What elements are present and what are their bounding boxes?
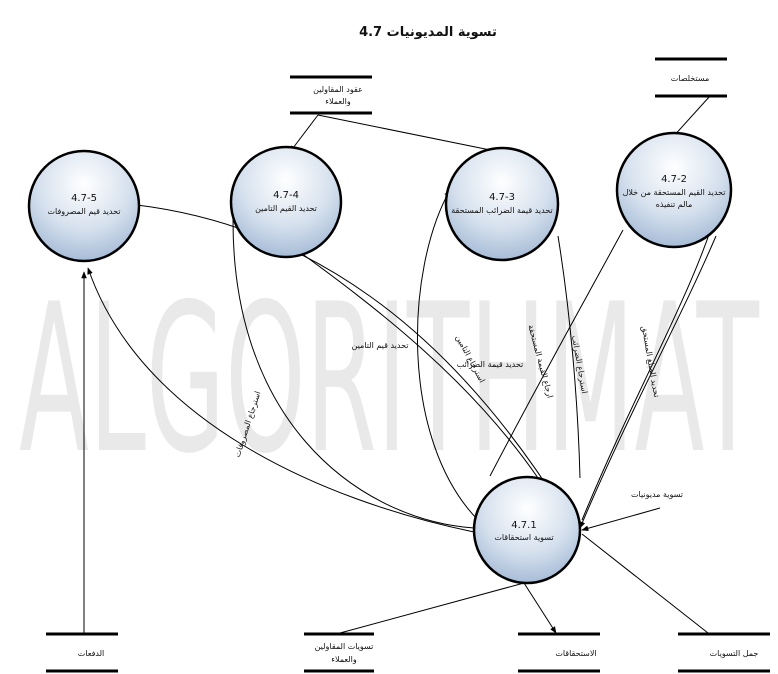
process-label-line2: مالم تنفيذه xyxy=(656,200,693,209)
process-4-7-2: 4.7-2 تحديد القيم المستحقة من خلال مالم … xyxy=(615,131,733,249)
flow-471-to-475 xyxy=(87,267,475,533)
flow-471-to-dues xyxy=(523,582,557,634)
process-label: تحديد قيمة الضرائب المستحقة xyxy=(451,206,552,215)
store-dues-label: الاستحقاقات xyxy=(555,649,596,658)
store-payments-label: الدفعات xyxy=(78,649,105,658)
flow-label-insurance: تحديد قيم التامين xyxy=(352,341,409,350)
process-4-7-1: 4.7.1 تسوية استحقاقات xyxy=(472,475,582,585)
process-4-7-5: 4.7-5 تحديد قيم المصروفات xyxy=(27,149,141,263)
flow-insurance-line xyxy=(289,244,539,479)
flow-label-taxes: تحديد قيمة الضرائب xyxy=(457,360,524,369)
flow-472-to-471 xyxy=(579,235,717,529)
process-id: 4.7-3 xyxy=(489,192,515,203)
process-label: تحديد القيم التامين xyxy=(255,204,317,213)
process-4-7-4: 4.7-4 تحديد القيم التامين xyxy=(229,145,343,259)
process-id: 4.7-2 xyxy=(661,174,687,185)
store-extracts-label: مستخلصات xyxy=(671,74,710,83)
store-settlements-label-line2: والعملاء xyxy=(331,655,357,664)
process-id: 4.7-4 xyxy=(273,190,299,201)
process-id: 4.7.1 xyxy=(511,520,536,531)
flow-label-debt: تسوية مديونيات xyxy=(631,490,683,499)
store-totals-label: جمل التسويات xyxy=(710,649,759,658)
store-contracts-label-line2: والعملاء xyxy=(325,97,351,106)
process-label: تسوية استحقاقات xyxy=(494,533,553,542)
data-stores xyxy=(46,57,770,673)
flows xyxy=(81,95,722,634)
store-settlements-label: تسويات المقاولين xyxy=(315,642,374,651)
flow-expenses-line xyxy=(136,204,577,533)
watermark-text: ALGORITHMAT xyxy=(19,261,759,499)
process-label: تحديد قيم المصروفات xyxy=(48,207,121,216)
process-4-7-3: 4.7-3 تحديد قيمة الضرائب المستحقة xyxy=(444,146,560,262)
flow-ret-due-line xyxy=(489,229,624,477)
flow-contracts-to-474 xyxy=(289,114,319,153)
flow-debt-to-471 xyxy=(581,507,661,531)
process-label: تحديد القيم المستحقة من خلال xyxy=(623,188,726,197)
store-contracts-label: عقود المقاولين xyxy=(313,85,363,94)
flow-tax-line xyxy=(557,235,581,479)
flow-471-to-settlements xyxy=(339,582,525,634)
diagram-title: 4.7 تسوية المديونيات xyxy=(359,25,497,40)
flow-extracts-to-472 xyxy=(671,95,711,139)
flow-contracts-to-473 xyxy=(317,114,501,154)
process-id: 4.7-5 xyxy=(71,193,97,204)
flow-471-to-473 xyxy=(416,189,479,521)
flow-471-to-totals xyxy=(581,533,709,634)
flow-471-to-474 xyxy=(230,189,475,529)
